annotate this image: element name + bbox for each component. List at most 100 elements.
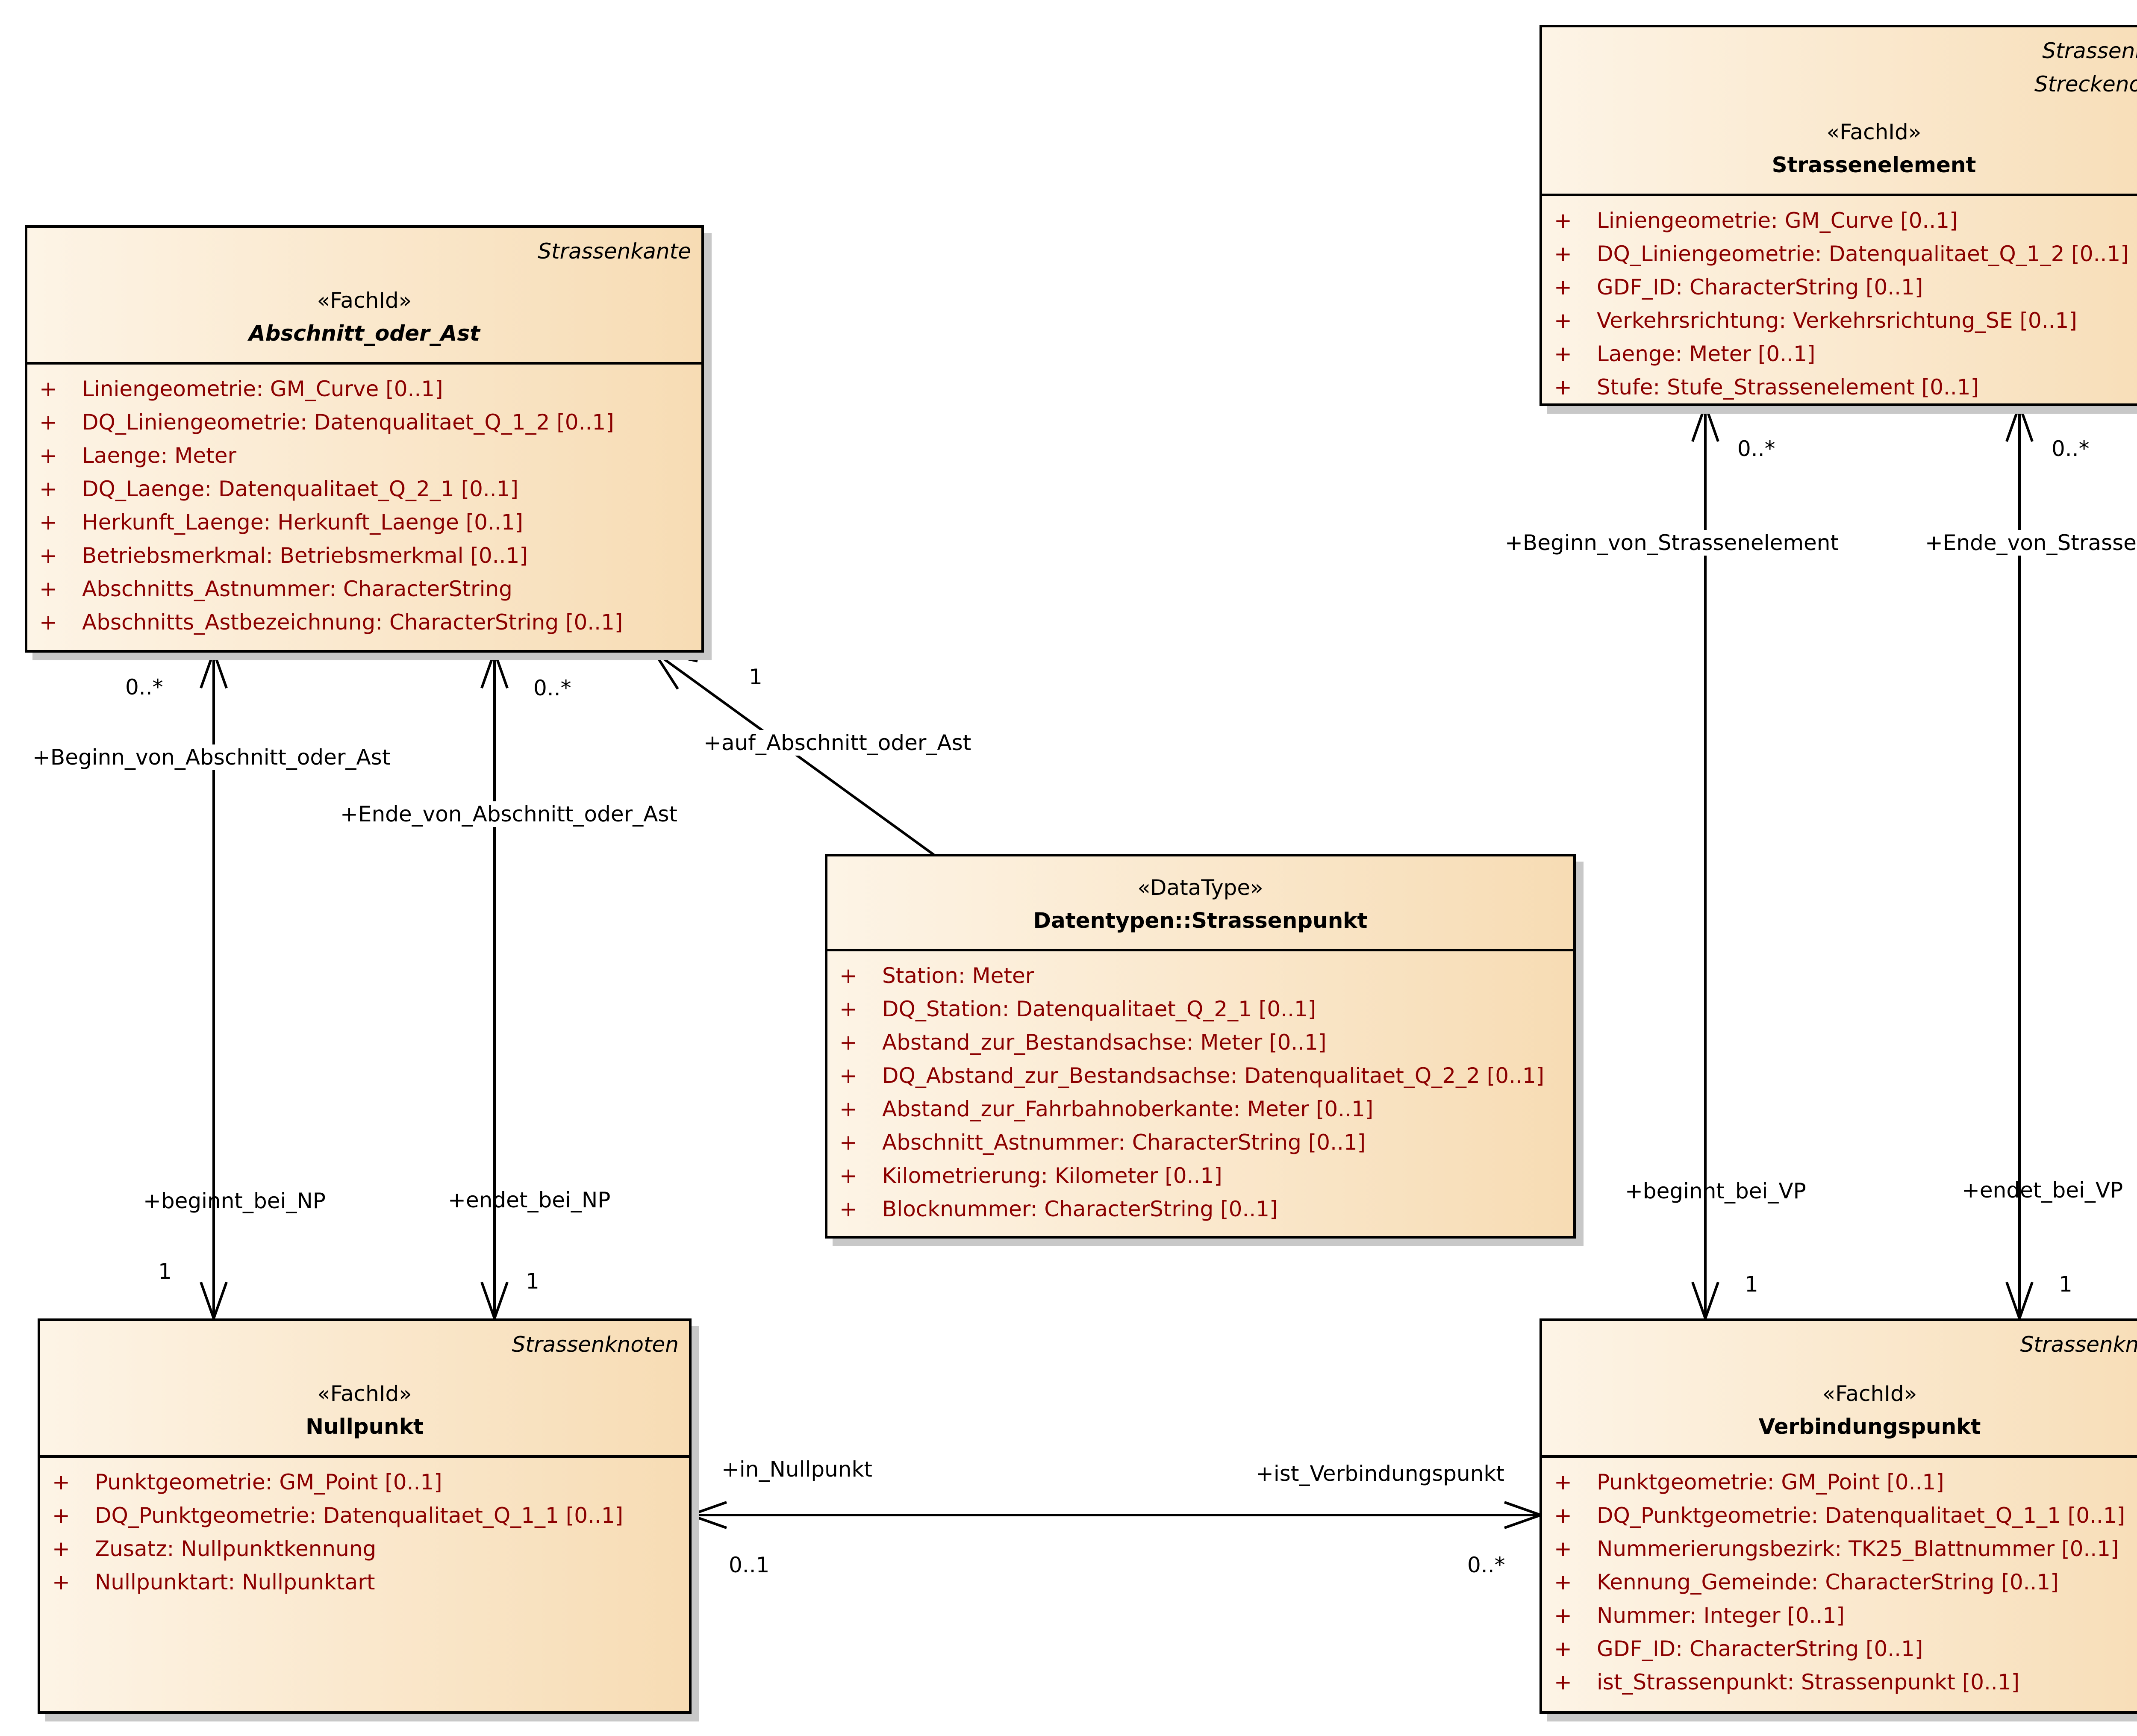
attribute-text: Liniengeometrie: GM_Curve [0..1]	[1597, 208, 1958, 233]
attribute-text: Blocknummer: CharacterString [0..1]	[882, 1197, 1278, 1221]
attribute-text: Zusatz: Nullpunktkennung	[95, 1536, 377, 1561]
attribute-row[interactable]: + DQ_Liniengeometrie: Datenqualitaet_Q_1_…	[1542, 237, 2137, 271]
class-nullpunkt[interactable]: Strassenknoten «FachId» Nullpunkt +Punkt…	[38, 1318, 692, 1714]
attribute-row[interactable]: + Laenge: Meter [0..1]	[1542, 337, 2137, 371]
tag-label: Streckenobjekt	[2034, 72, 2137, 97]
attribute-row[interactable]: +DQ_Punktgeometrie: Datenqualitaet_Q_1_1…	[40, 1499, 689, 1532]
role-label: +in_Nullpunkt	[721, 1457, 873, 1482]
role-label: +endet_bei_NP	[448, 1188, 611, 1212]
attribute-text: Laenge: Meter [0..1]	[1597, 341, 1816, 366]
class-header: Strassenknoten «FachId» Nullpunkt	[40, 1321, 689, 1458]
visibility-marker: +	[52, 1503, 70, 1528]
attribute-row[interactable]: +Laenge: Meter	[27, 439, 701, 472]
attribute-row[interactable]: +ist_Strassenpunkt: Strassenpunkt [0..1]	[1542, 1665, 2137, 1699]
class-header: Strassenknoten «FachId» Verbindungspunkt	[1542, 1321, 2137, 1458]
multiplicity-label: 0..*	[125, 675, 163, 700]
visibility-marker: +	[52, 1570, 70, 1595]
attribute-compartment: +Punktgeometrie: GM_Point [0..1] +DQ_Pun…	[1542, 1458, 2137, 1699]
role-label: +Beginn_von_Abschnitt_oder_Ast	[30, 744, 393, 770]
attribute-compartment: +Punktgeometrie: GM_Point [0..1] +DQ_Pun…	[40, 1458, 689, 1599]
attribute-text: Station: Meter	[882, 963, 1034, 988]
attribute-text: Betriebsmerkmal: Betriebsmerkmal [0..1]	[82, 543, 528, 568]
attribute-row[interactable]: +Abschnitt_Astnummer: CharacterString [0…	[827, 1126, 1573, 1159]
attribute-row[interactable]: +Nummer: Integer [0..1]	[1542, 1599, 2137, 1632]
attribute-text: DQ_Liniengeometrie: Datenqualitaet_Q_1_2…	[82, 410, 614, 435]
visibility-marker: +	[39, 377, 57, 401]
multiplicity-label: 0..*	[1737, 436, 1775, 461]
attribute-row[interactable]: +Abstand_zur_Bestandsachse: Meter [0..1]	[827, 1026, 1573, 1059]
attribute-text: DQ_Laenge: Datenqualitaet_Q_2_1 [0..1]	[82, 477, 518, 501]
attribute-row[interactable]: +Liniengeometrie: GM_Curve [0..1]	[1542, 204, 2137, 237]
class-strassenelement[interactable]: Strassenkante Streckenobjekt «FachId» St…	[1539, 25, 2137, 406]
visibility-marker: +	[1554, 1536, 1572, 1561]
attribute-row[interactable]: +Kennung_Gemeinde: CharacterString [0..1…	[1542, 1565, 2137, 1599]
multiplicity-label: 0..*	[2052, 436, 2090, 461]
visibility-marker: +	[839, 963, 857, 988]
class-strassenpunkt[interactable]: «DataType» Datentypen::Strassenpunkt + St…	[825, 854, 1576, 1239]
attribute-row[interactable]: +Nullpunktart: Nullpunktart	[40, 1565, 689, 1599]
attribute-text: Stufe: Stufe_Strassenelement [0..1]	[1597, 375, 1979, 400]
class-name: Abschnitt_oder_Ast	[248, 321, 480, 346]
visibility-marker: +	[52, 1536, 70, 1561]
attribute-row[interactable]: +Betriebsmerkmal: Betriebsmerkmal [0..1]	[27, 539, 701, 572]
class-header: «DataType» Datentypen::Strassenpunkt	[827, 856, 1573, 951]
visibility-marker: +	[1554, 1503, 1572, 1528]
visibility-marker: +	[1554, 341, 1572, 366]
class-name: Nullpunkt	[306, 1414, 424, 1439]
class-name: Verbindungspunkt	[1758, 1414, 1981, 1439]
attribute-row[interactable]: +DQ_Abstand_zur_Bestandsachse: Datenqual…	[827, 1059, 1573, 1092]
attribute-row[interactable]: +DQ_Laenge: Datenqualitaet_Q_2_1 [0..1]	[27, 472, 701, 506]
visibility-marker: +	[839, 997, 857, 1021]
attribute-text: DQ_Liniengeometrie: Datenqualitaet_Q_1_2…	[1597, 241, 2129, 266]
role-label: +ist_Verbindungspunkt	[1256, 1461, 1504, 1486]
visibility-marker: +	[1554, 308, 1572, 333]
role-label: +beginnt_bei_NP	[143, 1189, 326, 1213]
tag-label: Strassenkante	[538, 239, 691, 264]
attribute-text: Kennung_Gemeinde: CharacterString [0..1]	[1597, 1570, 2059, 1595]
attribute-row[interactable]: +DQ_Station: Datenqualitaet_Q_2_1 [0..1]	[827, 992, 1573, 1026]
attribute-row[interactable]: + Station: Meter	[827, 959, 1573, 992]
attribute-row[interactable]: +Punktgeometrie: GM_Point [0..1]	[40, 1465, 689, 1499]
visibility-marker: +	[1554, 241, 1572, 266]
class-tags: Strassenkante	[538, 235, 691, 268]
attribute-compartment: +Liniengeometrie: GM_Curve [0..1] +DQ_Li…	[1542, 196, 2137, 403]
attribute-row[interactable]: + Kilometrierung: Kilometer [0..1]	[827, 1159, 1573, 1192]
attribute-row[interactable]: +Abschnitts_Astbezeichnung: CharacterStr…	[27, 606, 701, 639]
attribute-row[interactable]: +Stufe: Stufe_Strassenelement [0..1]	[1542, 371, 2137, 403]
visibility-marker: +	[839, 1063, 857, 1088]
class-abschnitt-oder-ast[interactable]: Strassenkante «FachId» Abschnitt_oder_As…	[25, 225, 704, 653]
attribute-row[interactable]: +Verkehrsrichtung: Verkehrsrichtung_SE […	[1542, 304, 2137, 337]
visibility-marker: +	[39, 443, 57, 468]
visibility-marker: +	[839, 1197, 857, 1221]
attribute-row[interactable]: +Liniengeometrie: GM_Curve [0..1]	[27, 372, 701, 406]
attribute-compartment: +Liniengeometrie: GM_Curve [0..1] + DQ_Li…	[27, 365, 701, 639]
attribute-row[interactable]: + DQ_Liniengeometrie: Datenqualitaet_Q_1_…	[27, 406, 701, 439]
visibility-marker: +	[839, 1097, 857, 1121]
visibility-marker: +	[1554, 1670, 1572, 1695]
stereotype-label: «FachId»	[317, 288, 412, 313]
attribute-text: Abstand_zur_Bestandsachse: Meter [0..1]	[882, 1030, 1327, 1055]
attribute-text: Abstand_zur_Fahrbahnoberkante: Meter [0.…	[882, 1097, 1374, 1121]
attribute-row[interactable]: +Nummerierungsbezirk: TK25_Blattnummer […	[1542, 1532, 2137, 1565]
attribute-row[interactable]: +Punktgeometrie: GM_Point [0..1]	[1542, 1465, 2137, 1499]
visibility-marker: +	[839, 1163, 857, 1188]
stereotype-label: «FachId»	[1826, 120, 1922, 144]
attribute-text: Kilometrierung: Kilometer [0..1]	[882, 1163, 1222, 1188]
attribute-row[interactable]: + Blocknummer: CharacterString [0..1]	[827, 1192, 1573, 1226]
attribute-row[interactable]: + Abstand_zur_Fahrbahnoberkante: Meter [0…	[827, 1092, 1573, 1126]
attribute-row[interactable]: + Zusatz: Nullpunktkennung	[40, 1532, 689, 1565]
multiplicity-label: 1	[158, 1259, 172, 1284]
multiplicity-label: 0..*	[1467, 1553, 1505, 1577]
visibility-marker: +	[39, 610, 57, 635]
attribute-row[interactable]: +DQ_Punktgeometrie: Datenqualitaet_Q_1_1…	[1542, 1499, 2137, 1532]
attribute-row[interactable]: +Herkunft_Laenge: Herkunft_Laenge [0..1]	[27, 506, 701, 539]
class-verbindungspunkt[interactable]: Strassenknoten «FachId» Verbindungspunkt…	[1539, 1318, 2137, 1714]
attribute-row[interactable]: +GDF_ID: CharacterString [0..1]	[1542, 1632, 2137, 1665]
stereotype-label: «DataType»	[1137, 875, 1263, 900]
attribute-text: Abschnitt_Astnummer: CharacterString [0.…	[882, 1130, 1366, 1155]
attribute-row[interactable]: +Abschnitts_Astnummer: CharacterString	[27, 572, 701, 606]
attribute-text: Herkunft_Laenge: Herkunft_Laenge [0..1]	[82, 510, 524, 535]
attribute-row[interactable]: +GDF_ID: CharacterString [0..1]	[1542, 271, 2137, 304]
visibility-marker: +	[39, 410, 57, 435]
visibility-marker: +	[1554, 1636, 1572, 1661]
